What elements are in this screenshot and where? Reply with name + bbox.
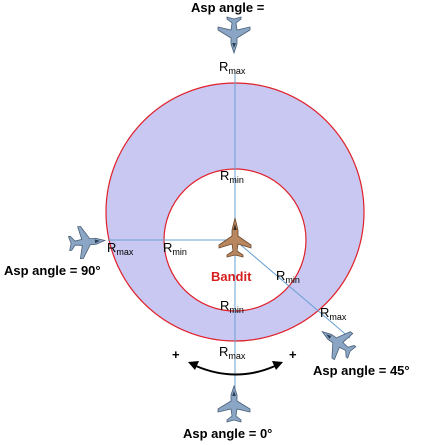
- asp-angle-left-label: Asp angle = 90°: [4, 263, 101, 278]
- asp-angle-bottom-label: Asp angle = 0°: [183, 426, 272, 441]
- bandit-aircraft-icon: [218, 217, 252, 258]
- fighter-jet-right-icon: [312, 318, 362, 366]
- line-to-right: [234, 239, 351, 339]
- rmax-label-right: Rmax: [320, 305, 347, 322]
- fighter-jet-bottom-icon: [217, 385, 251, 423]
- rmax-label-left: Rmax: [107, 240, 134, 257]
- fighter-jet-left-icon: [67, 223, 107, 261]
- aspect-sweep-arrow: [188, 361, 283, 376]
- plus-left: +: [172, 347, 180, 362]
- rmax-label-bottom: Rmax: [219, 344, 246, 361]
- bandit-label: Bandit: [211, 269, 252, 284]
- fighter-jet-top-icon: [217, 16, 251, 54]
- asp-angle-right-label: Asp angle = 45°: [313, 363, 410, 378]
- rmin-label-right: Rmin: [276, 268, 300, 285]
- rmax-label-top: Rmax: [219, 59, 246, 76]
- rmin-label-top: Rmin: [220, 168, 244, 185]
- asp-angle-top-label: Asp angle =: [191, 0, 265, 15]
- plus-right: +: [289, 347, 297, 362]
- rmin-label-left: Rmin: [163, 240, 187, 257]
- rmin-label-bottom: Rmin: [220, 298, 244, 315]
